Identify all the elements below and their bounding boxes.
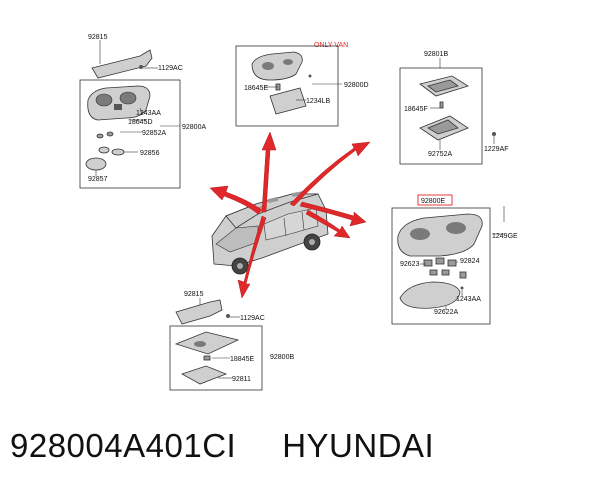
label-1243aa-mr: 1243AA [456,296,481,303]
label-92622a: 92622A [434,309,458,316]
label-only-van: ONLY VAN [314,42,348,49]
label-92800e: 92800E [421,198,445,205]
label-18645d: 18645D [128,119,153,126]
location-arrows [209,131,371,299]
bracket-92815-bottom [175,299,223,325]
label-1243aa-tl: 1243AA [136,110,161,117]
label-92815-top: 92815 [88,34,108,41]
lens-92622a [399,281,461,309]
label-18645e-tc: 18645E [244,85,268,92]
product-caption: 928004A401CI HYUNDAI [10,427,590,479]
box-92800e [391,207,491,325]
label-92852a: 92852A [142,130,166,137]
label-92824: 92824 [460,258,480,265]
box-92800b [169,325,263,391]
bracket-92815-top [91,49,153,79]
label-92815-bottom: 92815 [184,291,204,298]
group-92801b: 92801B 18645F 92752A 1229AF [399,51,509,165]
label-1234lb: 1234LB [306,98,330,105]
lamp-housing-92800d [251,51,303,81]
label-18645f: 18645F [404,106,428,113]
label-1129ac-bottom: 1129AC [240,315,265,322]
lamp-housing-92800b [174,331,240,355]
label-1229af: 1229AF [484,146,509,153]
group-92800b: 92815 1129AC 18845E 92800B 92811 [169,291,294,391]
label-1129ac-top: 1129AC [158,65,183,72]
box-92800d [235,45,339,127]
part-number: 928004A401CI [10,427,237,464]
label-92857: 92857 [88,176,108,183]
lens-92857 [85,157,107,171]
label-92752a: 92752A [428,151,452,158]
label-92801b: 92801B [424,51,448,58]
label-92811: 92811 [232,376,251,383]
van-illustration [211,190,329,275]
label-92856: 92856 [140,150,160,157]
brand-name: HYUNDAI [282,427,435,464]
lens-1234lb [269,87,307,115]
group-92800e: 92800E 1249GE 92623 92824 1243AA 92622A [391,194,518,325]
lens-92811 [181,365,228,385]
label-box-92800e [417,194,453,206]
screw-1129ac-top [139,65,143,69]
label-1249ge: 1249GE [492,233,518,240]
label-92800d: 92800D [344,82,369,89]
label-92800a: 92800A [182,124,206,131]
box-92801b [399,67,483,165]
box-92800a [79,79,181,189]
group-92800d: ONLY VAN 18645E 92800D 1234LB [235,42,369,127]
label-92800b: 92800B [270,354,294,361]
label-92623: 92623 [400,261,420,268]
label-18845e: 18845E [230,356,254,363]
group-92800a: 92815 1129AC 1243AA 18645D 92852A 92800A… [79,34,206,189]
